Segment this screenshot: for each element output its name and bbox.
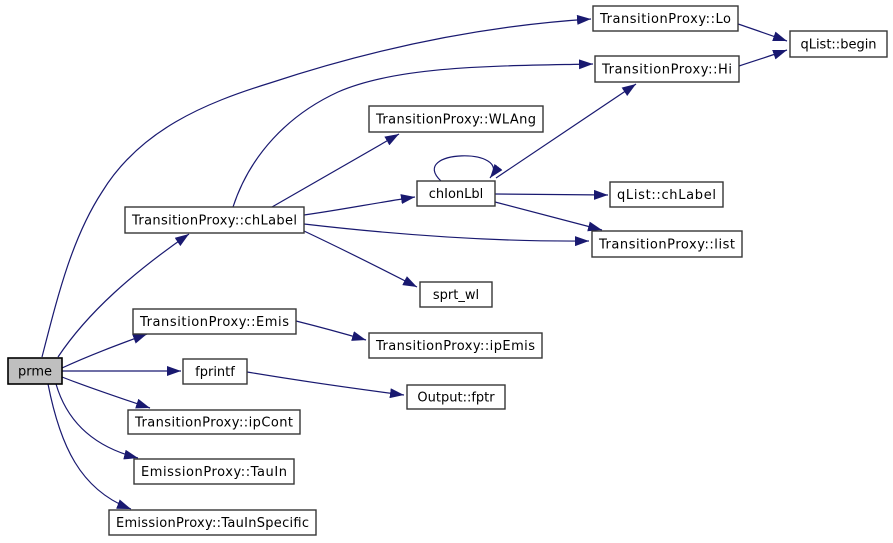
- node-chionlbl-label: chIonLbl: [429, 187, 484, 202]
- node-qlist-begin-label: qList::begin: [800, 38, 876, 53]
- node-prme-label: prme: [18, 365, 52, 380]
- node-transitionproxy-wlang-label: TransitionProxy::WLAng: [375, 113, 536, 128]
- node-transitionproxy-list-box[interactable]: [591, 230, 743, 258]
- edge-prme-to-chlabel: [57, 233, 190, 358]
- node-transitionproxy-ipcont-box[interactable]: [127, 409, 301, 435]
- node-output-fptr-label: Output::fptr: [417, 391, 495, 406]
- node-fprintf-label: fprintf: [195, 365, 235, 380]
- node-output-fptr[interactable]: Output::fptr: [406, 384, 506, 410]
- edge-chionlbl-to-qlist-chlabel: [494, 189, 609, 200]
- edge-layer: [41, 14, 788, 510]
- node-transitionproxy-emis[interactable]: TransitionProxy::Emis: [132, 308, 297, 335]
- node-transitionproxy-hi-box[interactable]: [594, 55, 740, 83]
- node-emissionproxy-tauin-label: EmissionProxy::TauIn: [141, 465, 287, 480]
- edge-chlabel-to-chionlbl: [303, 194, 416, 216]
- node-sprt-wl[interactable]: sprt_wl: [419, 281, 493, 308]
- node-transitionproxy-hi-label: TransitionProxy::Hi: [601, 63, 732, 78]
- node-transitionproxy-chlabel-box[interactable]: [124, 206, 305, 234]
- edge-prme-to-tauin: [55, 383, 139, 460]
- node-emissionproxy-tauinspecific[interactable]: EmissionProxy::TauInSpecific: [108, 509, 317, 536]
- node-transitionproxy-lo-label: TransitionProxy::Lo: [599, 12, 731, 27]
- node-transitionproxy-hi[interactable]: TransitionProxy::Hi: [594, 55, 740, 83]
- node-qlist-begin-box[interactable]: [789, 30, 888, 58]
- node-transitionproxy-chlabel-label: TransitionProxy::chLabel: [131, 214, 297, 229]
- node-transitionproxy-ipcont-label: TransitionProxy::ipCont: [134, 416, 293, 431]
- node-transitionproxy-emis-box[interactable]: [132, 308, 297, 335]
- node-transitionproxy-chlabel[interactable]: TransitionProxy::chLabel: [124, 206, 305, 234]
- edge-prme-to-tauinspecific: [47, 383, 132, 510]
- node-transitionproxy-ipemis[interactable]: TransitionProxy::ipEmis: [368, 332, 543, 359]
- node-emissionproxy-tauinspecific-label: EmissionProxy::TauInSpecific: [116, 516, 309, 531]
- node-transitionproxy-lo[interactable]: TransitionProxy::Lo: [592, 5, 739, 32]
- edge-fprintf-to-fptr: [246, 371, 405, 399]
- node-chionlbl-box[interactable]: [416, 180, 496, 207]
- node-transitionproxy-wlang-box[interactable]: [368, 105, 544, 133]
- node-transitionproxy-ipemis-box[interactable]: [368, 332, 543, 359]
- edge-prme-to-ipcont: [61, 376, 151, 409]
- node-fprintf-box[interactable]: [182, 358, 248, 385]
- edge-lo-to-begin: [737, 23, 788, 42]
- edge-chlabel-to-wlang: [271, 133, 400, 208]
- edge-chionlbl-to-hi: [495, 83, 637, 179]
- node-qlist-chlabel-label: qList::chLabel: [617, 188, 716, 203]
- node-qlist-begin[interactable]: qList::begin: [789, 30, 888, 58]
- node-output-fptr-box[interactable]: [406, 384, 506, 410]
- edge-emis-to-ipemis: [295, 320, 367, 341]
- node-qlist-chlabel-box[interactable]: [609, 181, 724, 208]
- node-emissionproxy-tauin-box[interactable]: [133, 458, 295, 485]
- edge-prme-to-emis: [61, 333, 148, 369]
- node-transitionproxy-emis-label: TransitionProxy::Emis: [139, 315, 289, 330]
- node-emissionproxy-tauin[interactable]: EmissionProxy::TauIn: [133, 458, 295, 485]
- edge-chionlbl-self-loop: [433, 155, 503, 182]
- edge-chlabel-to-list: [303, 223, 590, 247]
- node-layer: prme TransitionProxy::Lo qList::begin Tr…: [7, 5, 888, 536]
- edge-hi-to-begin: [738, 49, 788, 67]
- edge-chionlbl-to-list: [494, 201, 603, 232]
- node-chionlbl[interactable]: chIonLbl: [416, 180, 496, 207]
- node-sprt-wl-box[interactable]: [419, 281, 493, 308]
- node-sprt-wl-label: sprt_wl: [433, 288, 479, 303]
- node-transitionproxy-lo-box[interactable]: [592, 5, 739, 32]
- node-emissionproxy-tauinspecific-box[interactable]: [108, 509, 317, 536]
- edge-prme-to-lo: [41, 14, 592, 358]
- node-prme: prme: [7, 357, 63, 385]
- node-transitionproxy-ipemis-label: TransitionProxy::ipEmis: [375, 339, 535, 354]
- node-fprintf[interactable]: fprintf: [182, 358, 248, 385]
- node-transitionproxy-list[interactable]: TransitionProxy::list: [591, 230, 743, 258]
- edge-chlabel-to-sprt-wl: [303, 230, 418, 288]
- node-transitionproxy-ipcont[interactable]: TransitionProxy::ipCont: [127, 409, 301, 435]
- node-transitionproxy-list-label: TransitionProxy::list: [598, 238, 735, 253]
- node-prme-box: [7, 357, 63, 385]
- node-qlist-chlabel[interactable]: qList::chLabel: [609, 181, 724, 208]
- edge-chlabel-to-hi: [232, 59, 594, 208]
- node-transitionproxy-wlang[interactable]: TransitionProxy::WLAng: [368, 105, 544, 133]
